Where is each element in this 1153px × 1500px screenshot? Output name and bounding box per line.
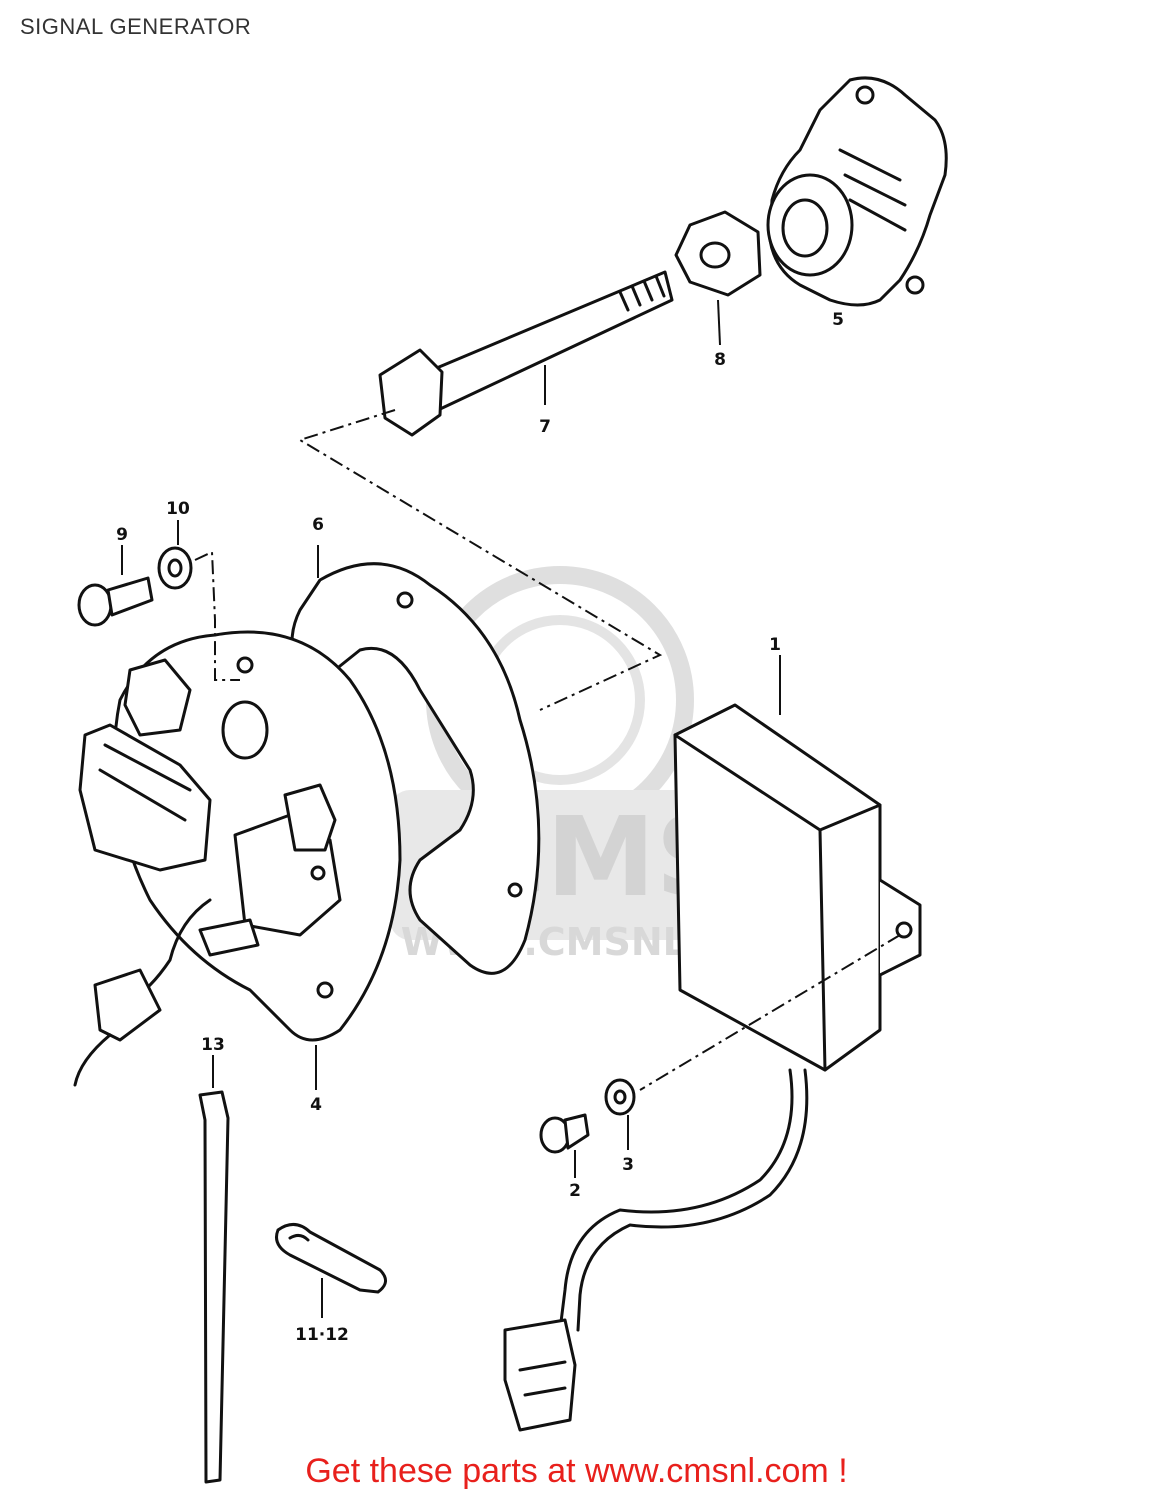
assembly-line-bolt (297, 409, 663, 711)
part-bolt[interactable] (378, 270, 674, 437)
part-screw-2[interactable] (539, 1113, 590, 1178)
callout-10: 10 (166, 499, 190, 519)
part-igniter-box[interactable] (503, 655, 922, 1432)
callout-13: 13 (201, 1035, 225, 1055)
assembly-line-box (639, 934, 901, 1091)
footer-parts-link[interactable]: Get these parts at www.cmsnl.com ! (305, 1452, 848, 1490)
callout-1: 1 (769, 635, 781, 655)
part-stator-plate[interactable] (73, 630, 402, 1090)
callout-9: 9 (116, 525, 128, 545)
assembly-line-screw (194, 550, 240, 681)
part-signal-rotor[interactable] (766, 76, 948, 307)
callout-11-12: 11·12 (295, 1325, 349, 1345)
part-nut[interactable] (674, 210, 762, 346)
callouts: 1 2 3 4 6 7 8 5 9 10 11·12 13 (116, 310, 844, 1345)
part-clamp[interactable] (275, 1223, 387, 1318)
callout-6: 6 (312, 515, 324, 535)
callout-7: 7 (539, 417, 551, 437)
part-cable-tie[interactable] (198, 1055, 230, 1484)
part-washer-10[interactable] (157, 520, 193, 590)
part-screw-9[interactable] (77, 545, 154, 627)
callout-2: 2 (569, 1181, 581, 1201)
callout-8: 8 (714, 350, 726, 370)
part-gasket[interactable] (290, 545, 541, 975)
part-washer-3[interactable] (604, 1078, 636, 1150)
callout-3: 3 (622, 1155, 634, 1175)
callout-5: 5 (832, 310, 844, 330)
callout-4: 4 (310, 1095, 322, 1115)
page-title: SIGNAL GENERATOR (20, 14, 252, 39)
